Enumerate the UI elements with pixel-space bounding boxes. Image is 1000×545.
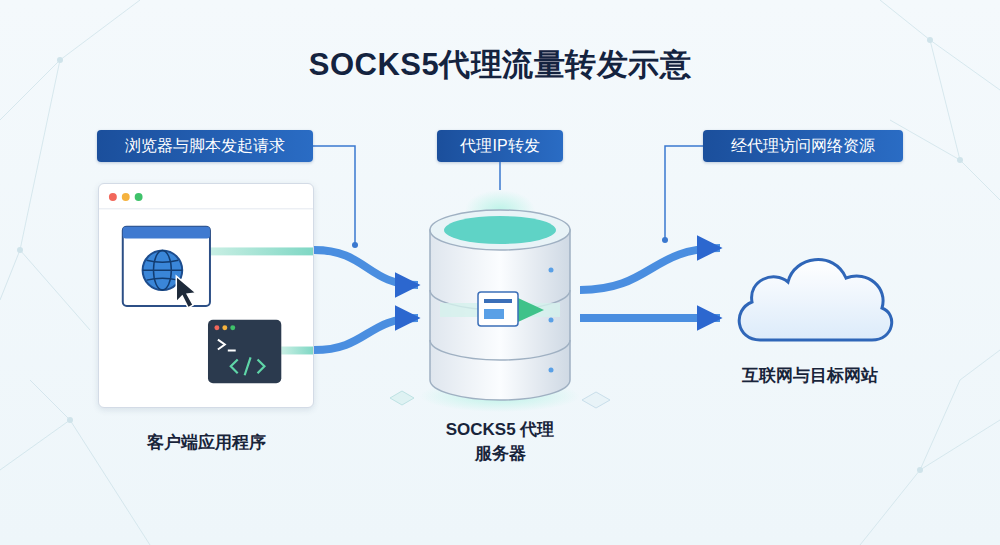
callout-tag: 浏览器与脚本发起请求 xyxy=(97,130,313,162)
flow-band xyxy=(281,347,313,355)
globe-line xyxy=(147,260,179,280)
terminal-frame xyxy=(208,320,281,383)
browser-bar xyxy=(123,227,210,239)
prompt-glyph xyxy=(218,340,236,351)
callout-tag: 经代理访问网络资源 xyxy=(703,130,903,162)
status-led xyxy=(549,268,554,273)
leader-dot xyxy=(352,242,358,248)
window-dot xyxy=(214,325,219,330)
browser-icon xyxy=(123,227,210,308)
node-label: 客户端应用程序 xyxy=(98,431,314,454)
browser-frame xyxy=(123,227,210,306)
status-led xyxy=(549,318,554,323)
app-window xyxy=(98,183,314,408)
forward-arrow xyxy=(518,298,544,322)
globe-line xyxy=(143,270,183,271)
node-label: 互联网与目标网站 xyxy=(722,364,898,387)
tag-text: 经代理访问网络资源 xyxy=(731,136,875,157)
leader-dot xyxy=(662,237,668,243)
cloud-shape xyxy=(722,240,898,350)
cylinder-band xyxy=(430,290,570,360)
cylinder-top xyxy=(430,210,570,250)
tag-text: 代理IP转发 xyxy=(460,136,539,157)
status-led xyxy=(549,368,554,373)
window-dot xyxy=(222,325,227,330)
callout-tag: 代理IP转发 xyxy=(437,130,563,162)
code-glyph xyxy=(231,357,265,375)
cylinder-body xyxy=(430,230,570,400)
window-dot xyxy=(109,193,117,201)
window-dot xyxy=(230,325,235,330)
flow-arrow xyxy=(580,314,720,322)
cursor xyxy=(176,276,196,308)
diagram-title: SOCKS5代理流量转发示意 xyxy=(0,44,1000,86)
terminal-icon xyxy=(208,320,281,383)
title-bar-line xyxy=(99,208,313,209)
flow-arrow xyxy=(314,250,418,285)
tag-text: 浏览器与脚本发起请求 xyxy=(125,136,285,157)
packet-line xyxy=(484,299,512,303)
flow-band xyxy=(210,247,313,255)
window-dot xyxy=(122,193,130,201)
packet-card xyxy=(478,292,518,326)
server-node: SOCKS5 代理服务器 xyxy=(420,190,580,480)
window-dot xyxy=(135,193,143,201)
cloud-node: 互联网与目标网站 xyxy=(722,240,898,390)
window-art xyxy=(99,184,313,409)
node-label: SOCKS5 代理服务器 xyxy=(445,418,555,466)
cloud-outline xyxy=(739,260,892,340)
client-node: 客户端应用程序 xyxy=(98,183,314,458)
server-cylinder xyxy=(420,190,580,410)
network-dots xyxy=(17,37,963,473)
flow-arrow xyxy=(314,318,418,350)
leader-connector xyxy=(499,162,501,190)
packet-line xyxy=(484,309,504,319)
cylinder-top-glow xyxy=(444,216,556,244)
flow-arrow xyxy=(580,248,720,290)
